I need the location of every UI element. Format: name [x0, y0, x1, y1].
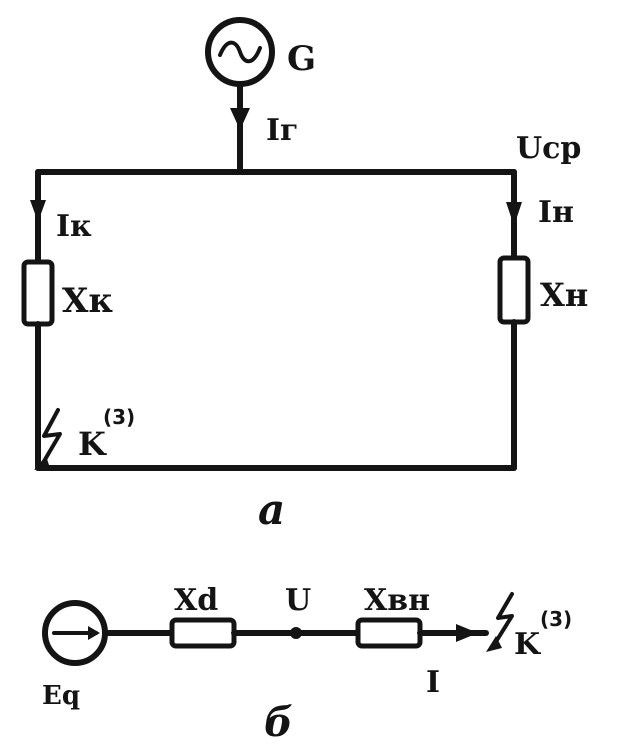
voltage-label: Uср	[516, 131, 581, 166]
caption-b: б	[264, 699, 293, 746]
generator-current-label: Iг	[266, 113, 298, 148]
fault-label-a: K	[78, 425, 107, 463]
generator-label: G	[287, 39, 316, 79]
source-symbol	[42, 600, 108, 666]
reactance-d-resistor	[169, 617, 237, 649]
short-branch-reactance-label: Xк	[62, 281, 113, 321]
fault-superscript-a: (3)	[103, 405, 135, 429]
short-branch-current-label: Iк	[56, 209, 92, 244]
load-current-arrow	[506, 202, 522, 226]
lightning-tip-b	[486, 636, 502, 652]
generator-symbol	[205, 17, 275, 87]
diagram-a: G Iг Uср Iк Xк K (3) Iн Xн а	[21, 17, 588, 534]
reactance-d-label: Xd	[174, 583, 218, 618]
lightning-fault-icon	[38, 408, 62, 470]
current-arrow-b	[456, 624, 478, 642]
fault-label-b: K	[514, 627, 541, 662]
sine-wave-icon	[218, 40, 262, 64]
caption-a: а	[258, 485, 285, 534]
source-arrow-icon	[88, 626, 100, 640]
lightning-fault-icon-b	[490, 592, 514, 650]
short-branch-reactance-resistor	[21, 259, 55, 327]
load-reactance-resistor	[497, 255, 531, 325]
node-label: U	[285, 583, 311, 618]
diagram-b: Eq Xd U Xвн I K (3) б	[42, 583, 572, 746]
reactance-ext-label: Xвн	[364, 583, 430, 618]
source-label: Eq	[42, 681, 80, 711]
reactance-ext-resistor	[355, 617, 423, 649]
generator-current-arrow	[230, 108, 250, 130]
current-label-b: I	[426, 665, 440, 700]
short-branch-current-arrow	[30, 200, 46, 222]
load-reactance-label: Xн	[540, 276, 588, 314]
load-current-label: Iн	[538, 195, 574, 230]
fault-superscript-b: (3)	[540, 607, 572, 631]
